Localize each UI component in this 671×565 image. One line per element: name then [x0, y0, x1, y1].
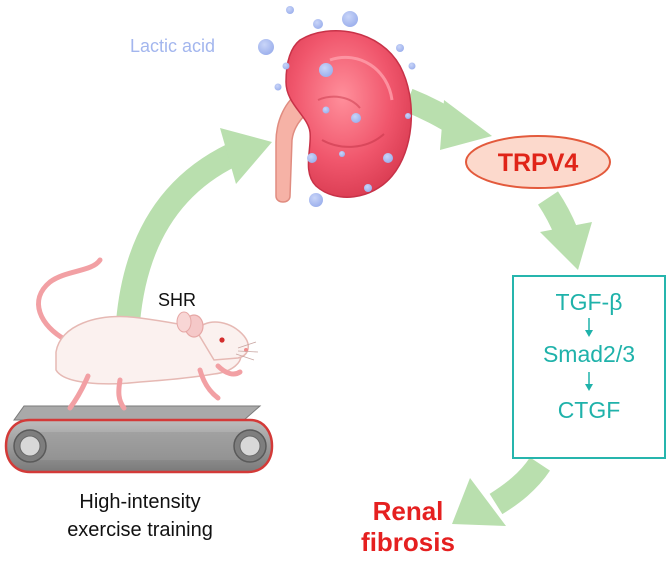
pathway-smad: Smad2/3	[543, 341, 635, 367]
training-label-line-2: exercise training	[67, 519, 213, 541]
kidney-icon	[275, 29, 413, 203]
pathway-ctgf: CTGF	[558, 397, 621, 423]
pathway-arrow-down-icon	[585, 318, 593, 337]
pathway-arrow-down-icon	[585, 372, 593, 391]
outcome-line-1: Renal	[373, 496, 444, 526]
training-label-line-1: High-intensity	[79, 491, 200, 513]
treadmill-icon	[4, 405, 274, 474]
arrow-mouse-to-kidney	[116, 128, 272, 324]
arrow-trpv4-to-pathway	[537, 191, 592, 270]
trpv4-node: TRPV4	[465, 135, 611, 189]
arrow-pathway-to-fibrosis	[452, 457, 550, 526]
pathway-tgf-beta: TGF-β	[556, 289, 623, 315]
lactic-acid-label: Lactic acid	[130, 36, 215, 56]
outcome-line-2: fibrosis	[361, 527, 455, 557]
shr-label: SHR	[158, 290, 196, 310]
trpv4-label: TRPV4	[498, 149, 579, 177]
signaling-pathway-box: TGF-β Smad2/3 CTGF	[512, 275, 666, 459]
arrow-kidney-to-trpv4	[403, 88, 492, 150]
mouse-icon	[36, 257, 259, 411]
lactic-acid-dots	[258, 6, 416, 207]
